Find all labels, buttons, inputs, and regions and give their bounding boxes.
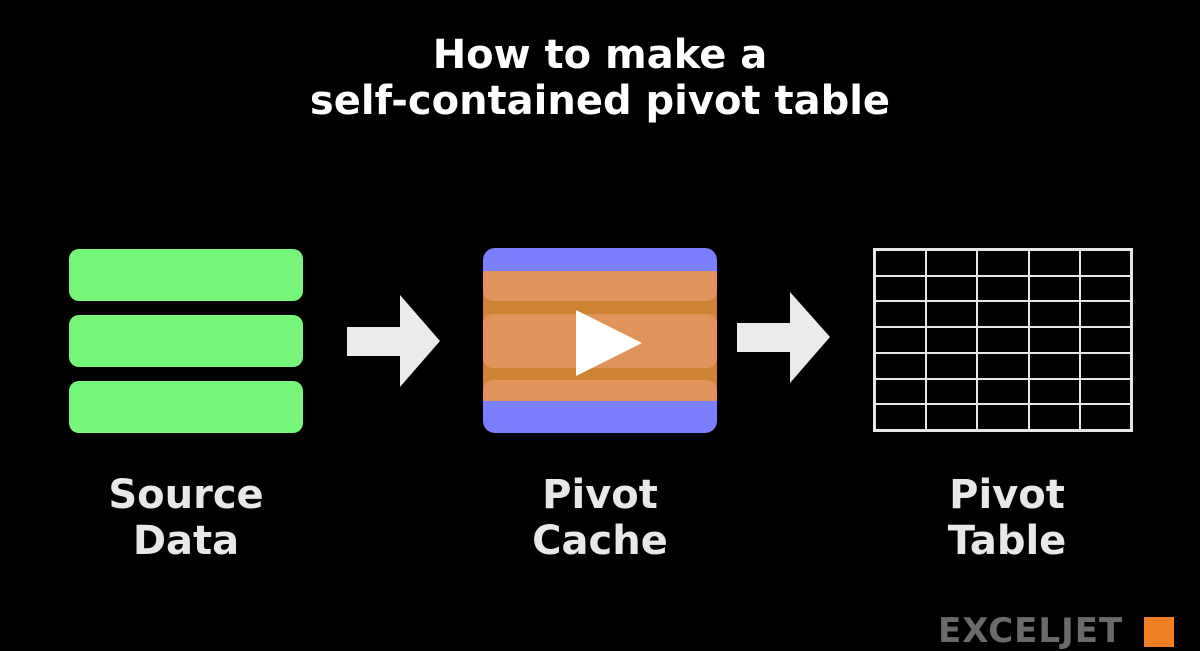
source-data-label: Source Data xyxy=(108,472,264,564)
data-row-bar xyxy=(69,315,303,367)
exceljet-logo: EXCELJET xyxy=(938,611,1124,651)
data-row-bar xyxy=(69,381,303,433)
pivot-table-label: Pivot Table xyxy=(947,472,1067,564)
arrow-right-icon xyxy=(737,292,830,383)
data-row-bar xyxy=(69,249,303,301)
arrow-right-icon xyxy=(347,295,440,387)
page-title: How to make a self-contained pivot table xyxy=(0,32,1200,124)
cache-stripe xyxy=(483,271,717,301)
title-line-1: How to make a xyxy=(432,32,768,78)
pivot-cache-icon xyxy=(483,248,717,433)
play-icon[interactable] xyxy=(576,310,644,377)
pivot-table-grid-icon xyxy=(873,248,1133,432)
title-line-2: self-contained pivot table xyxy=(309,78,891,124)
cache-stripe xyxy=(483,380,717,401)
pivot-cache-label: Pivot Cache xyxy=(532,472,668,564)
exceljet-logo-mark-icon xyxy=(1144,617,1174,647)
